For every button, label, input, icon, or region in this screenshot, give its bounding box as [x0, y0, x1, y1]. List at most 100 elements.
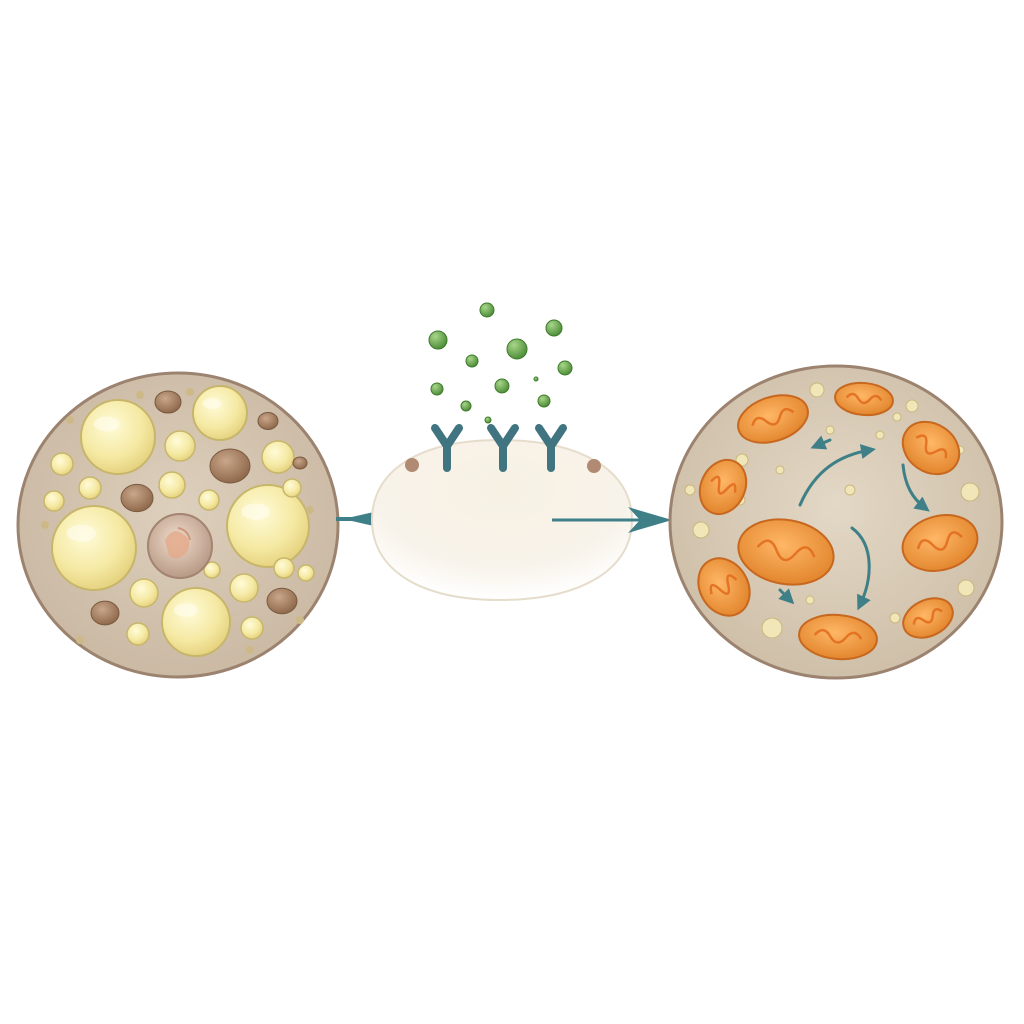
signal-molecule [460, 400, 472, 412]
large-lipid-droplet [51, 505, 137, 591]
mitochondrion-cristae [813, 628, 863, 644]
small-droplet [805, 595, 815, 605]
cycle-arrow [850, 526, 871, 611]
small-lipid-droplet [78, 476, 102, 500]
tiny-granule [136, 391, 144, 399]
mitochondrion-cristae [751, 407, 795, 427]
small-droplet [684, 484, 696, 496]
small-droplet [892, 412, 902, 422]
cycle-arrow [798, 444, 876, 507]
mitochondrion [901, 514, 979, 572]
signal-molecule [428, 330, 448, 350]
white-fat-cell [16, 371, 340, 679]
mitochondrion-cristae [709, 574, 738, 595]
signal-molecule [430, 382, 444, 396]
mitochondrion [697, 557, 751, 617]
mitochondrion-cristae [916, 531, 963, 551]
small-droplet [761, 617, 783, 639]
mitochondrion-membrane [798, 613, 878, 661]
small-lipid-droplet [273, 557, 295, 579]
arrow-right [552, 507, 672, 533]
small-droplet [960, 482, 980, 502]
tiny-granule [66, 416, 74, 424]
signal-molecules [428, 302, 573, 424]
mitochondrion [737, 518, 835, 586]
brown-granule [120, 483, 154, 513]
small-lipid-droplet [282, 478, 302, 498]
signal-molecule [494, 378, 510, 394]
tiny-granule [306, 506, 314, 514]
mitochondrion-membrane [901, 420, 961, 476]
droplet-highlight [93, 416, 120, 432]
large-lipid-droplet [192, 385, 248, 441]
large-lipid-droplet [80, 399, 156, 475]
small-lipid-droplet [164, 430, 196, 462]
small-droplet [775, 465, 785, 475]
cycle-arrow [901, 463, 930, 512]
small-lipid-droplet [203, 561, 221, 579]
receptor-icon [535, 424, 567, 472]
brown-granule [257, 412, 279, 430]
brown-fat-cell [668, 364, 1004, 680]
small-droplet [905, 399, 919, 413]
mitochondrion [901, 420, 961, 476]
small-lipid-droplet [129, 578, 159, 608]
mitochondrion-membrane [737, 518, 835, 586]
small-lipid-droplet [297, 564, 315, 582]
mitochondria [697, 381, 979, 661]
small-lipid-droplet [43, 490, 65, 512]
tiny-granule [76, 636, 84, 644]
mitochondrion-cristae [912, 607, 943, 625]
small-droplet [889, 612, 901, 624]
mitochondrion [902, 597, 954, 639]
tiny-granule [186, 388, 194, 396]
membrane-granule [405, 458, 419, 472]
cycle-arrow [778, 588, 795, 605]
mitochondrion-cristae [845, 392, 883, 405]
droplet-highlight [241, 503, 271, 520]
small-lipid-droplet [50, 452, 74, 476]
membrane-receptor-signal [370, 302, 634, 602]
mitochondrion-membrane [698, 458, 748, 516]
small-droplet [844, 484, 856, 496]
signal-molecule [533, 376, 539, 382]
mitochondrion [834, 381, 894, 417]
droplet-highlight [66, 524, 97, 542]
brown-granule [154, 390, 182, 414]
mitochondrion-membrane [901, 514, 979, 572]
mitochondrion-membrane [834, 381, 894, 417]
small-droplet [957, 579, 975, 597]
metabolic-cycle-arrows [778, 435, 930, 611]
small-lipid-droplet [229, 573, 259, 603]
droplet-highlight [173, 603, 198, 617]
signal-molecule [545, 319, 563, 337]
mitochondrion [737, 394, 809, 444]
brown-granule [90, 600, 120, 626]
tiny-granule [41, 521, 49, 529]
receptor-icon [431, 424, 463, 472]
signal-molecule [557, 360, 573, 376]
small-lipid-droplet [240, 616, 264, 640]
signal-molecule [484, 416, 492, 424]
lipid-droplets [41, 385, 315, 657]
signal-molecule [479, 302, 495, 318]
mitochondrion-cristae [915, 434, 948, 459]
small-lipid-droplet [126, 622, 150, 646]
tiny-granule [246, 646, 254, 654]
large-lipid-droplet [226, 484, 310, 568]
small-droplet [692, 521, 710, 539]
mitochondrion-cristae [710, 475, 737, 495]
brown-granule [292, 456, 308, 470]
membrane-granule [587, 459, 601, 473]
mitochondrion [698, 458, 748, 516]
mitochondrion-membrane [902, 597, 954, 639]
signal-molecule [465, 354, 479, 368]
signal-molecule [506, 338, 528, 360]
signal-molecule [537, 394, 551, 408]
cycle-arrow [810, 435, 832, 450]
small-droplet [825, 425, 835, 435]
tiny-granule [296, 616, 304, 624]
small-droplet [875, 430, 885, 440]
